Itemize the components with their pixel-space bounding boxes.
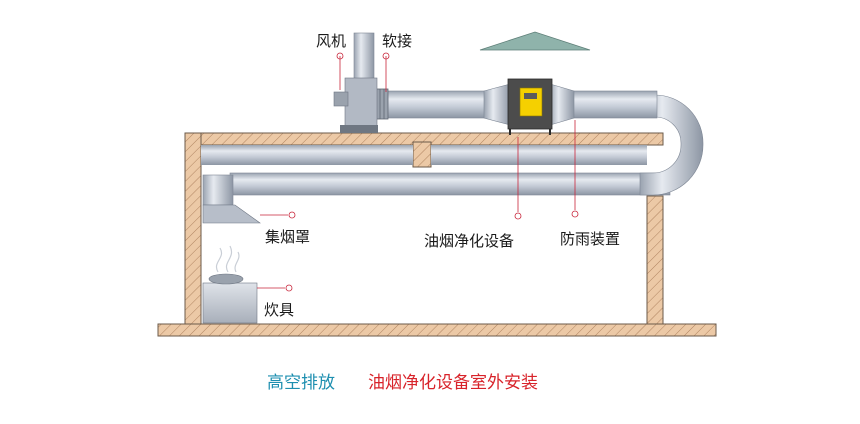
label-soft-joint: 软接 [382, 32, 413, 50]
stove [202, 245, 258, 324]
roof-beam [412, 141, 432, 168]
left-wall [184, 132, 202, 326]
caption-high-altitude: 高空排放 [267, 373, 335, 393]
label-fan: 风机 [316, 32, 347, 50]
label-purifier: 油烟净化设备 [424, 232, 515, 250]
leader-lines [257, 52, 579, 292]
purifier-unit [483, 78, 575, 135]
purifier-control-panel [519, 87, 543, 117]
ceiling-ducts [201, 145, 647, 165]
label-stove: 炊具 [264, 301, 295, 319]
building-walls [157, 132, 717, 337]
label-rain-cover: 防雨装置 [560, 230, 621, 248]
smoke-hood [202, 204, 261, 224]
right-wall [646, 195, 664, 326]
fan-unit [333, 32, 378, 133]
caption-outdoor-install: 油烟净化设备室外安装 [368, 373, 538, 393]
u-bend-duct [639, 94, 704, 196]
rain-cover [479, 31, 591, 51]
floor-slab [157, 323, 717, 337]
label-hood: 集烟罩 [265, 228, 311, 246]
ceiling-duct-left [201, 145, 413, 165]
ceiling-duct-right [431, 145, 647, 165]
main-exhaust-duct [202, 94, 704, 206]
